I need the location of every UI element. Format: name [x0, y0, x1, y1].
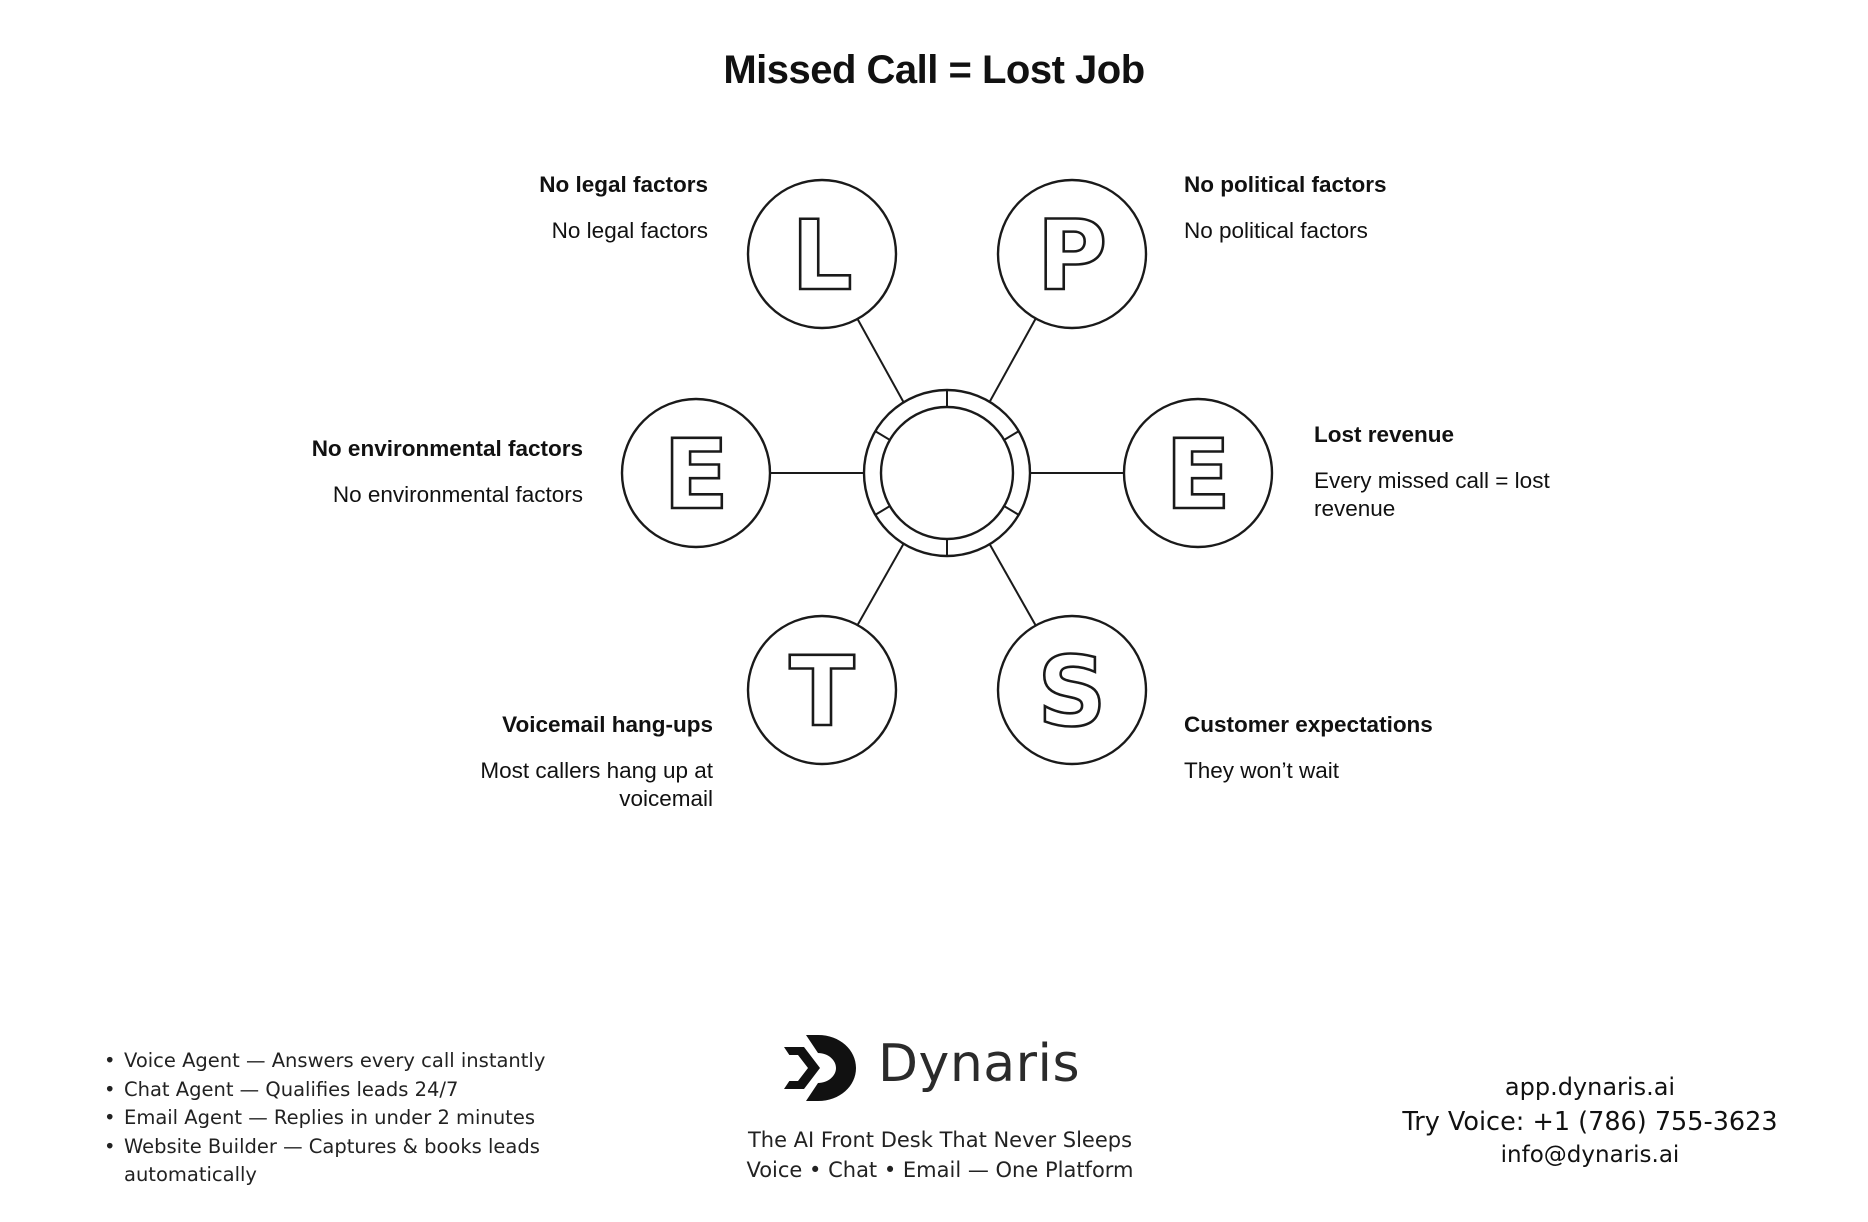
- node-label-social: Customer expectations They won’t wait: [1184, 711, 1514, 785]
- node-circle-technological: [746, 614, 898, 766]
- node-letter-economic: E: [1165, 419, 1231, 531]
- node-text: Every missed call = lost revenue: [1314, 468, 1550, 521]
- node-circle-political: [996, 178, 1148, 330]
- node-circle-environmental: [620, 397, 772, 549]
- node-heading: Customer expectations: [1184, 712, 1433, 737]
- brand-tagline: The AI Front Desk That Never Sleeps: [747, 1128, 1133, 1152]
- feature-list: Voice Agent — Answers every call instant…: [100, 1047, 580, 1190]
- node-text: No political factors: [1184, 218, 1368, 243]
- node-label-environmental: No environmental factors No environmenta…: [253, 435, 583, 509]
- node-text: Most callers hang up at voicemail: [480, 758, 713, 811]
- central-hub: [862, 388, 1032, 558]
- node-text: No environmental factors: [332, 482, 583, 507]
- list-item: Chat Agent — Qualifies leads 24/7: [100, 1076, 580, 1105]
- diagram-title: Missed Call = Lost Job: [723, 48, 1145, 92]
- spoke-legal: [856, 317, 905, 404]
- spoke-technological: [856, 542, 905, 627]
- node-label-technological: Voicemail hang-ups Most callers hang up …: [383, 711, 713, 813]
- node-label-legal: No legal factors No legal factors: [378, 171, 708, 245]
- spoke-political: [988, 317, 1037, 404]
- brand-name: Dynaris: [878, 1034, 1081, 1094]
- node-circle-economic: [1122, 397, 1274, 549]
- node-heading: Lost revenue: [1314, 422, 1455, 447]
- node-heading: No political factors: [1184, 172, 1387, 197]
- list-item: Email Agent — Replies in under 2 minutes: [100, 1104, 580, 1133]
- node-text: No legal factors: [551, 218, 708, 243]
- node-text: They won’t wait: [1184, 758, 1340, 783]
- contact-website[interactable]: app.dynaris.ai: [1504, 1073, 1676, 1101]
- brand-subtagline: Voice • Chat • Email — One Platform: [746, 1158, 1134, 1182]
- node-letter-environmental: E: [663, 419, 729, 531]
- contact-email[interactable]: info@dynaris.ai: [1500, 1142, 1680, 1168]
- dynaris-logo-icon: [784, 1035, 856, 1101]
- node-heading: No environmental factors: [311, 436, 583, 461]
- spoke-social: [988, 542, 1037, 627]
- contact-phone[interactable]: Try Voice: +1 (786) 755-3623: [1402, 1107, 1778, 1137]
- node-letter-technological: T: [789, 636, 854, 748]
- node-heading: No legal factors: [539, 172, 708, 197]
- node-heading: Voicemail hang-ups: [502, 712, 713, 737]
- list-item: Voice Agent — Answers every call instant…: [100, 1047, 580, 1076]
- node-letter-political: P: [1037, 200, 1107, 312]
- node-circle-social: [996, 614, 1148, 766]
- node-letter-social: S: [1037, 636, 1106, 748]
- node-label-economic: Lost revenue Every missed call = lost re…: [1314, 421, 1594, 523]
- node-label-political: No political factors No political factor…: [1184, 171, 1514, 245]
- node-letter-legal: L: [791, 200, 852, 312]
- list-item: Website Builder — Captures & books leads…: [100, 1133, 580, 1190]
- node-circle-legal: [746, 178, 898, 330]
